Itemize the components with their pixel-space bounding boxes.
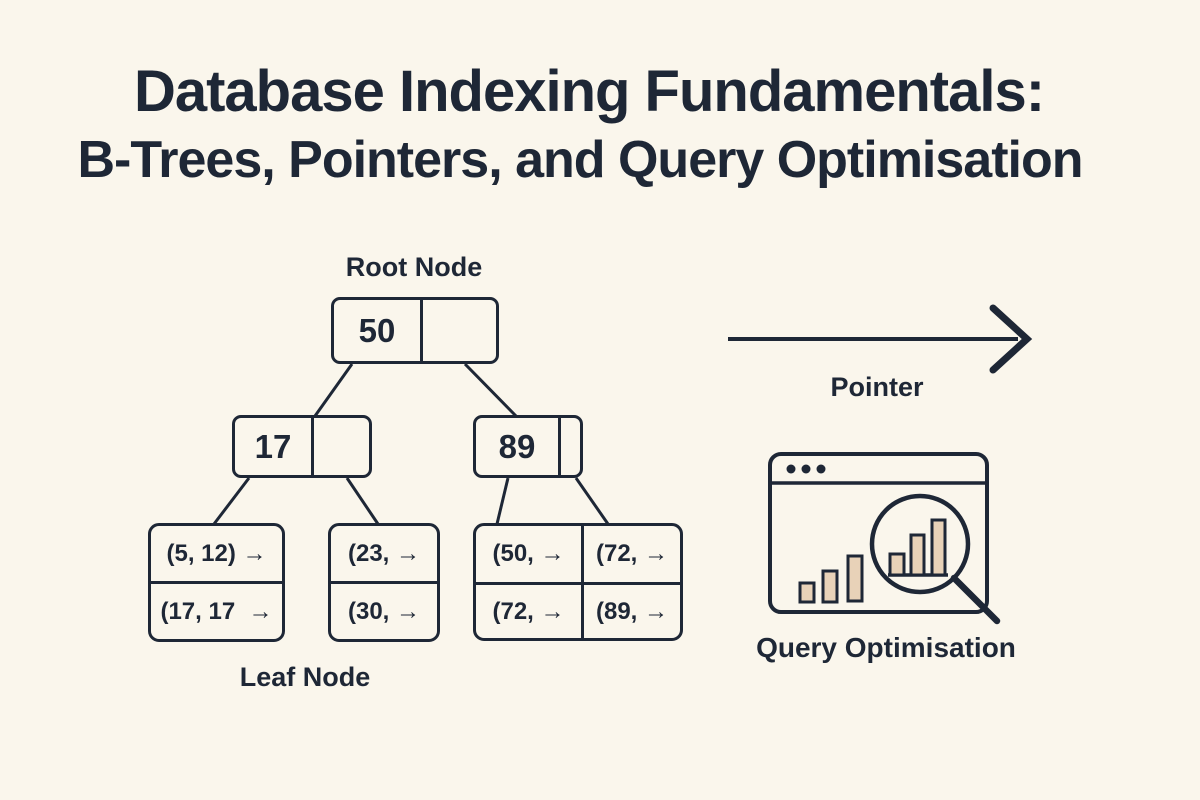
arrow-head: [989, 304, 1033, 374]
node-empty-cell: [561, 418, 580, 475]
btree-internal-node-left: 17: [232, 415, 372, 478]
leaf-node-label: Leaf Node: [239, 662, 371, 692]
query-optimisation-label: Query Optimisation: [756, 632, 1016, 663]
leaf-entry: (17, 17 →: [151, 581, 282, 639]
leaf-entry: (72, →: [581, 526, 680, 582]
pointer-arrow-icon: [728, 304, 1033, 374]
tree-edge: [574, 477, 610, 525]
root-node-label: Root Node: [345, 252, 483, 282]
magnifier-lens: [869, 493, 971, 595]
chart-bar: [846, 554, 864, 603]
browser-window-icon: [768, 452, 1001, 625]
bar-chart-icon: [798, 554, 864, 604]
chart-bar: [821, 569, 839, 604]
btree-leaf-node-3: (50, → (72, → (72, → (89, →: [473, 523, 683, 641]
chart-bar: [909, 533, 926, 577]
chart-bar: [888, 552, 906, 577]
page-subtitle: B-Trees, Pointers, and Query Optimisatio…: [77, 131, 1083, 189]
btree-leaf-node-2: (23, → (30, →: [328, 523, 440, 642]
leaf-entry: (23, →: [347, 539, 421, 567]
node-empty-cell: [314, 418, 369, 475]
node-key-cell: 50: [334, 300, 423, 361]
btree-internal-node-right: 89: [473, 415, 583, 478]
leaf-entry: (89, →: [581, 582, 680, 638]
magnifier-handle: [950, 574, 1001, 625]
tree-edge: [313, 363, 354, 417]
tree-edge: [495, 477, 510, 525]
tree-edge: [345, 477, 380, 525]
leaf-entry: (5, 12) →: [166, 539, 267, 567]
chart-bar: [798, 581, 816, 604]
btree-leaf-node-1: (5, 12) → (17, 17 →: [148, 523, 285, 642]
pointer-label: Pointer: [830, 372, 924, 402]
node-key-cell: 17: [235, 418, 314, 475]
btree-root-node: 50: [331, 297, 499, 364]
page-title: Database Indexing Fundamentals:: [133, 59, 1045, 124]
leaf-entry: (30, →: [331, 581, 437, 639]
leaf-entry: (50, →: [492, 540, 565, 567]
leaf-entry: (72, →: [476, 582, 581, 638]
chart-bar: [930, 518, 947, 577]
window-frame: [768, 452, 989, 614]
tree-edge: [463, 362, 518, 418]
window-dot: [801, 464, 811, 474]
node-empty-cell: [423, 300, 496, 361]
window-dot: [786, 464, 796, 474]
window-dot: [816, 464, 826, 474]
tree-edge: [212, 477, 251, 525]
node-key-cell: 89: [476, 418, 561, 475]
magnifier-icon: [869, 493, 1001, 625]
